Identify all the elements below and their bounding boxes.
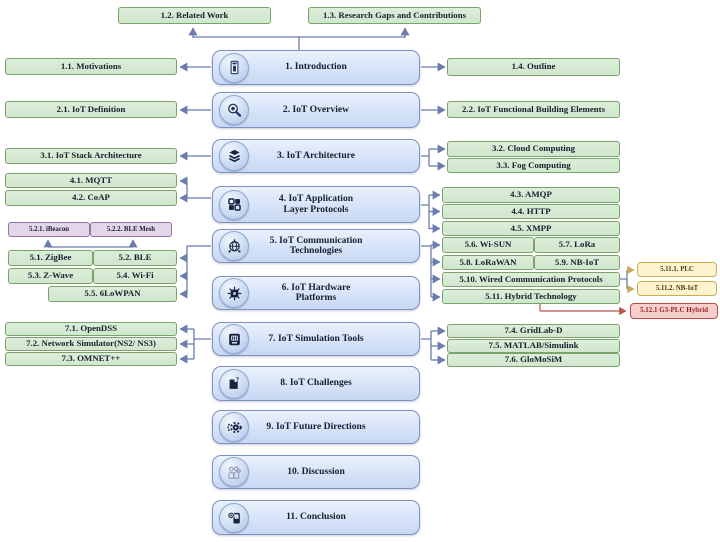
subsection-iot-stack-architecture: 3.1. IoT Stack Architecture <box>5 148 177 164</box>
subsection-related-work: 1.2. Related Work <box>118 7 271 24</box>
gear-arrows-icon <box>219 412 249 442</box>
svg-text:?: ? <box>235 376 239 384</box>
subsection-omnet: 7.3. OMNET++ <box>5 352 177 366</box>
chip-icon <box>219 278 249 308</box>
section-iot-simulation-tools: 7. IoT Simulation Tools <box>212 322 420 356</box>
globe-network-icon <box>219 231 249 261</box>
monitor-icon <box>219 324 249 354</box>
subsection-zigbee: 5.1. ZigBee <box>8 250 93 266</box>
app-grid-icon <box>219 189 249 220</box>
section-introduction: 1. Introduction <box>212 50 420 85</box>
subsection-coap: 4.2. CoAP <box>5 190 177 206</box>
subsection-amqp: 4.3. AMQP <box>442 187 620 203</box>
magnifier-icon <box>219 95 249 125</box>
subsection-lora: 5.7. LoRa <box>534 237 620 253</box>
subsection-wi-sun: 5.6. Wi-SUN <box>442 237 534 253</box>
people-icon <box>219 457 249 487</box>
subsection-cloud-computing: 3.2. Cloud Computing <box>447 141 620 157</box>
subsection-matlab-simulink: 7.5. MATLAB/Simulink <box>447 339 620 353</box>
subsection-iot-definition: 2.1. IoT Definition <box>5 101 177 118</box>
challenges-icon: ? <box>219 368 249 399</box>
subsection-plc: 5.11.1. PLC <box>637 262 717 277</box>
subsection-fog-computing: 3.3. Fog Computing <box>447 158 620 173</box>
section-conclusion: 11. Conclusion <box>212 500 420 535</box>
section-iot-overview: 2. IoT Overview <box>212 92 420 128</box>
subsection-gridlab-d: 7.4. GridLab-D <box>447 324 620 338</box>
subsection-xmpp: 4.5. XMPP <box>442 221 620 236</box>
journal-icon <box>219 52 249 83</box>
subsection-ibeacon: 5.2.1. iBeacon <box>8 222 90 237</box>
subsection-nb-iot-hybrid: 5.11.2. NB-IoT <box>637 281 717 296</box>
subsection-outline: 1.4. Outline <box>447 58 620 76</box>
conclusion-stamp-icon <box>219 502 249 533</box>
subsection-motivations: 1.1. Motivations <box>5 58 177 75</box>
layers-icon <box>219 141 249 171</box>
section-iot-architecture: 3. IoT Architecture <box>212 139 420 173</box>
section-discussion: 10. Discussion <box>212 455 420 489</box>
subsection-lorawan: 5.8. LoRaWAN <box>442 255 534 270</box>
subsection-6lowpan: 5.5. 6LoWPAN <box>48 286 177 302</box>
subsection-hybrid-technology: 5.11. Hybrid Technology <box>442 289 620 304</box>
subsection-iot-functional-building-elements: 2.2. IoT Functional Building Elements <box>447 101 620 118</box>
subsection-nb-iot: 5.9. NB-IoT <box>534 255 620 270</box>
subsection-mqtt: 4.1. MQTT <box>5 173 177 188</box>
subsection-glomosim: 7.6. GloMoSiM <box>447 353 620 367</box>
subsection-research-gaps: 1.3. Research Gaps and Contributions <box>308 7 481 24</box>
subsection-wifi: 5.4. Wi-Fi <box>93 268 177 284</box>
subsection-network-simulator: 7.2. Network Simulator(NS2/ NS3) <box>5 337 177 351</box>
subsection-ble: 5.2. BLE <box>93 250 177 266</box>
subsection-wired-communication-protocols: 5.10. Wired Communication Protocols <box>442 272 620 287</box>
subsection-ble-mesh: 5.2.2. BLE Mesh <box>90 222 172 237</box>
section-iot-challenges: ? 8. IoT Challenges <box>212 366 420 401</box>
subsection-g3-plc-hybrid: 5.12.1 G3-PLC Hybrid <box>630 303 718 319</box>
subsection-z-wave: 5.3. Z-Wave <box>8 268 93 284</box>
section-iot-future-directions: 9. IoT Future Directions <box>212 410 420 444</box>
subsection-http: 4.4. HTTP <box>442 204 620 219</box>
subsection-opendss: 7.1. OpenDSS <box>5 322 177 336</box>
